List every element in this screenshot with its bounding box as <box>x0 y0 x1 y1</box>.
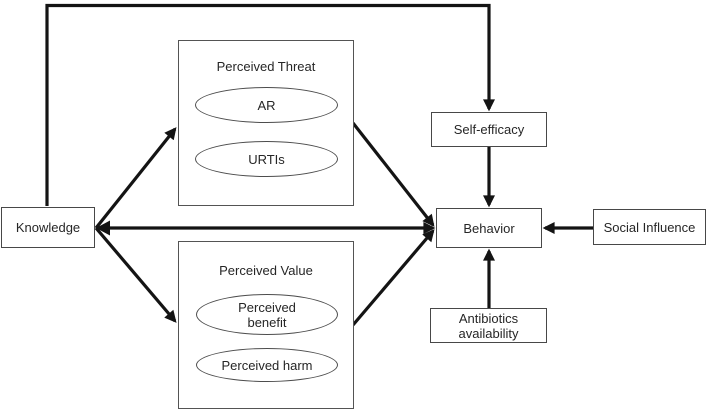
oval-perceived-harm: Perceived harm <box>196 348 338 382</box>
node-self-efficacy: Self-efficacy <box>431 112 547 147</box>
perceived-threat-title: Perceived Threat <box>216 59 316 74</box>
node-behavior-label: Behavior <box>463 220 515 236</box>
edge-value-behavior <box>351 229 435 327</box>
node-antibiotics-availability-label: Antibiotics availability <box>458 310 519 341</box>
node-self-efficacy-label: Self-efficacy <box>453 122 525 137</box>
edge-knowledge-threat <box>94 127 177 229</box>
node-social-influence-label: Social Influence <box>603 219 696 235</box>
perceived-value-title: Perceived Value <box>219 263 313 278</box>
node-behavior: Behavior <box>436 208 542 248</box>
oval-ar-label: AR <box>257 97 276 113</box>
oval-urtis-label: URTIs <box>248 151 285 167</box>
edge-knowledge-behavior-start-arrowhead <box>96 220 110 236</box>
oval-perceived-benefit: Perceived benefit <box>196 294 338 335</box>
edge-knowledge-selfefficacy <box>45 3 495 206</box>
oval-perceived-benefit-label: Perceived benefit <box>238 299 296 330</box>
node-knowledge: Knowledge <box>1 207 95 248</box>
oval-ar: AR <box>195 87 338 123</box>
oval-urtis: URTIs <box>195 141 338 177</box>
node-antibiotics-availability: Antibiotics availability <box>430 308 547 343</box>
node-perceived-threat: Perceived Threat AR URTIs <box>178 40 354 206</box>
edge-threat-behavior <box>351 122 435 227</box>
node-perceived-value: Perceived Value Perceived benefit Percei… <box>178 241 354 409</box>
edge-knowledge-value <box>94 226 177 323</box>
oval-perceived-harm-label: Perceived harm <box>221 357 313 373</box>
node-knowledge-label: Knowledge <box>15 220 81 235</box>
node-social-influence: Social Influence <box>593 209 706 245</box>
